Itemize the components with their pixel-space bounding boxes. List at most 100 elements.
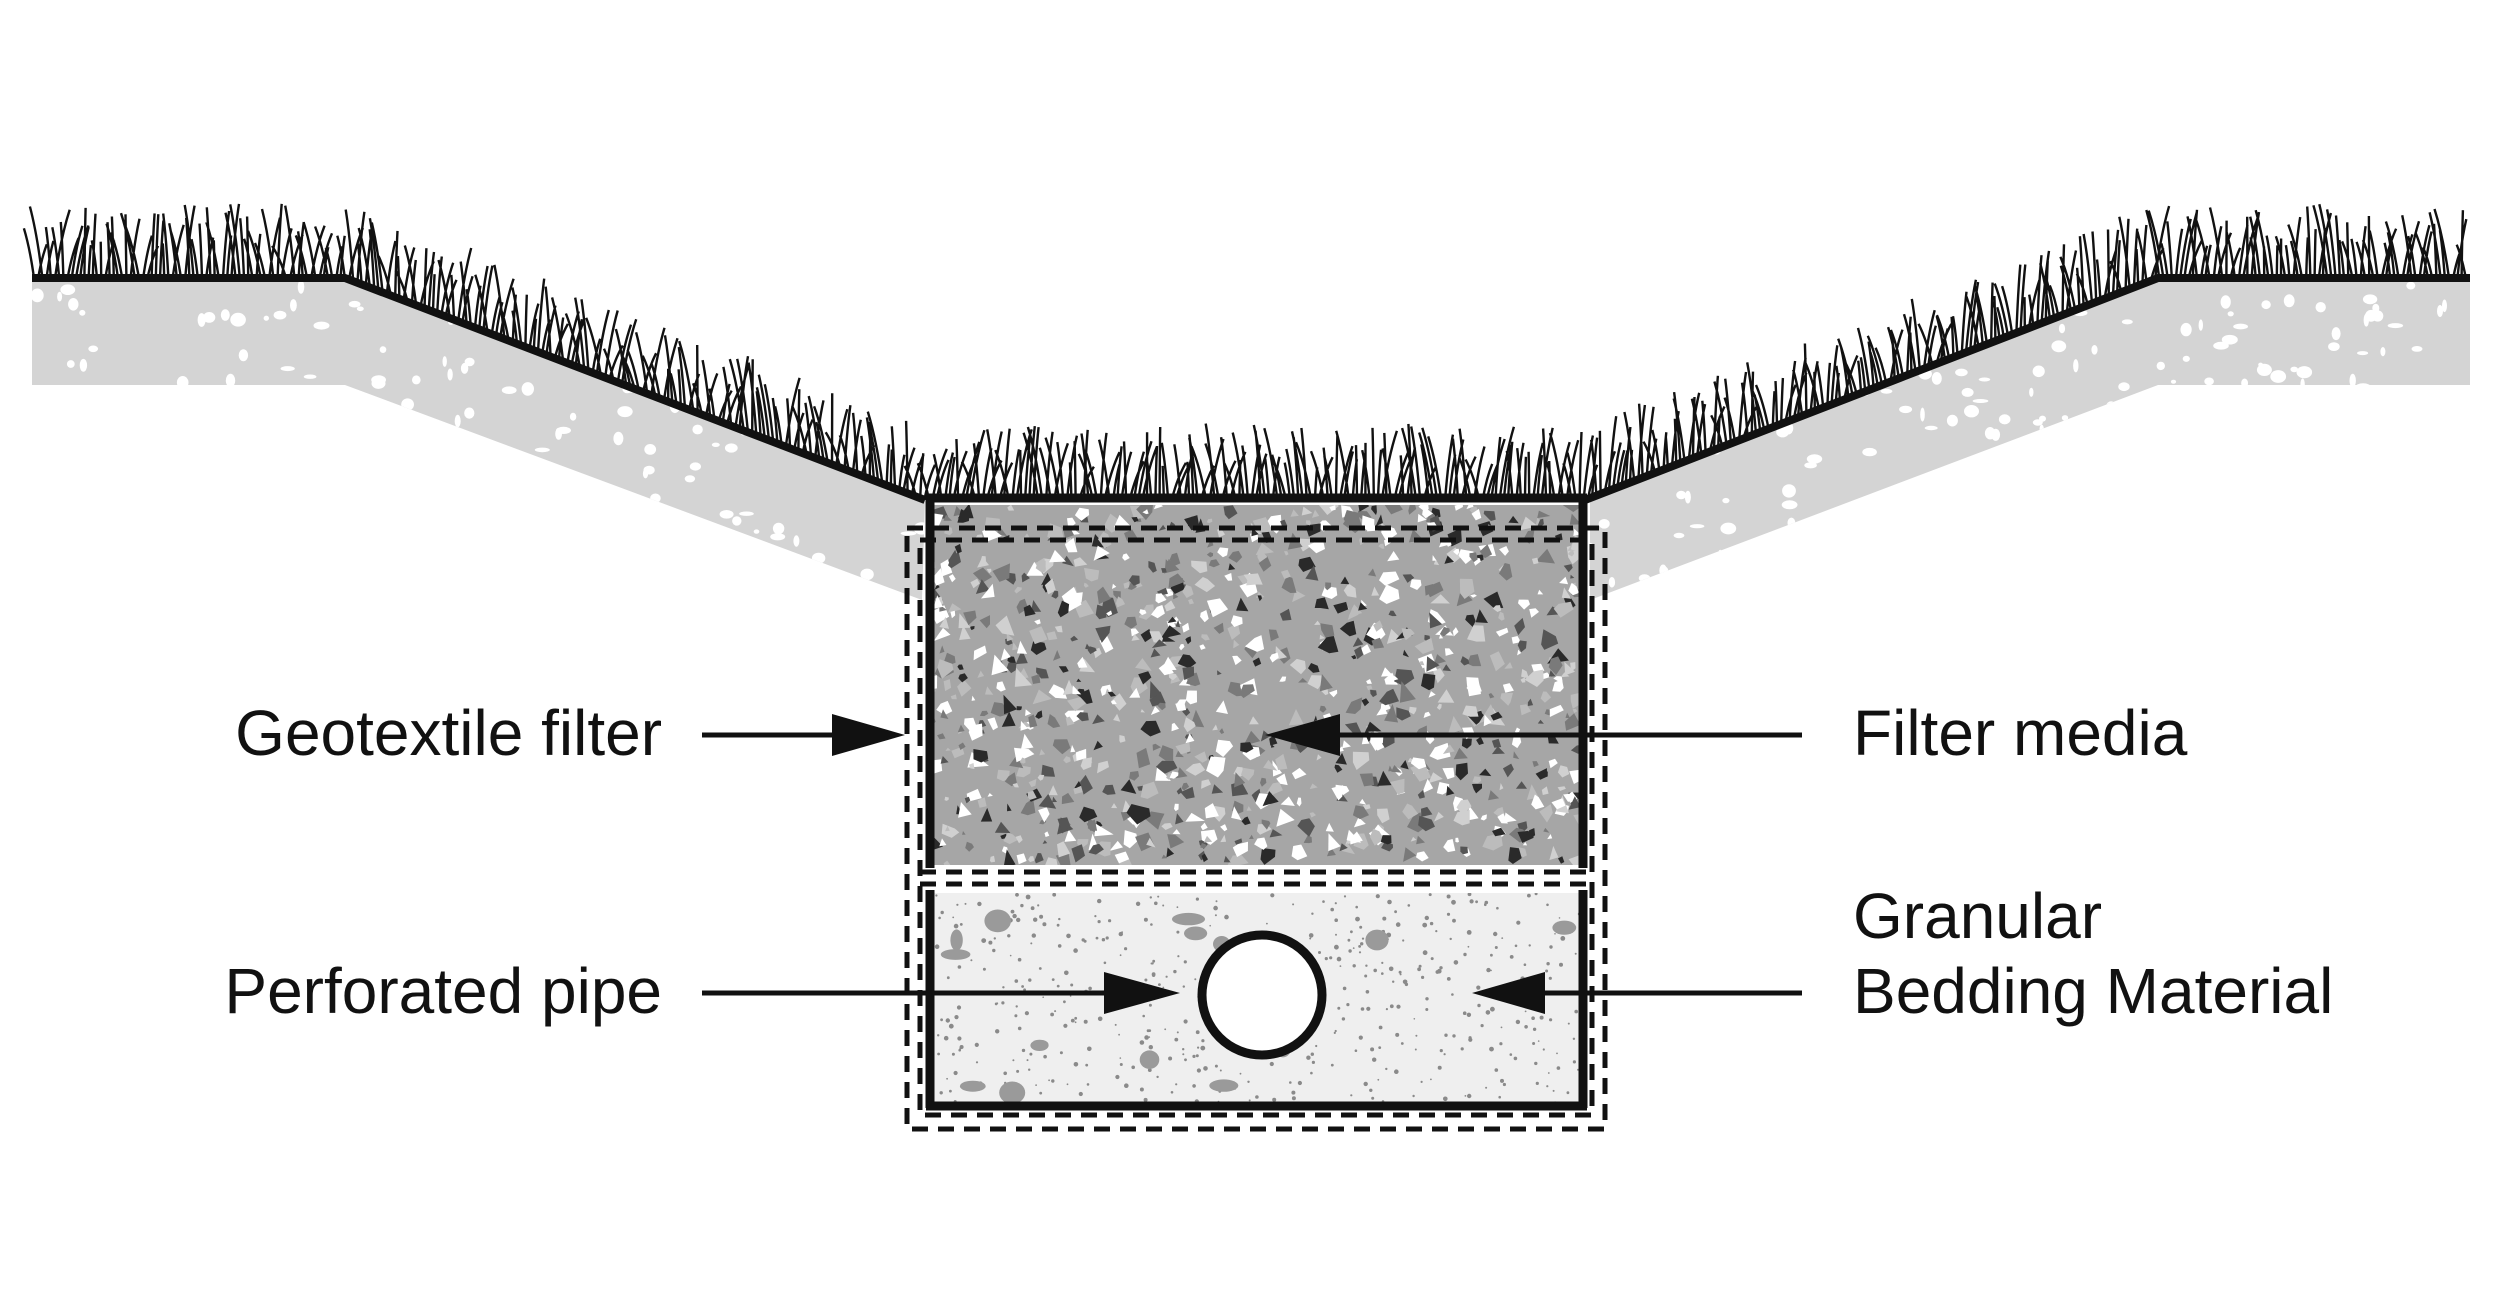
soil-speck xyxy=(213,432,218,443)
soil-speck xyxy=(1930,533,1947,538)
media-aggregate xyxy=(1175,767,1188,779)
media-aggregate xyxy=(1027,790,1037,800)
bedding-speck xyxy=(1289,1081,1292,1084)
bedding-speck xyxy=(1395,1032,1400,1037)
bedding-arrow-head xyxy=(1472,972,1545,1014)
bedding-speck xyxy=(1143,1097,1148,1102)
media-aggregate xyxy=(1433,668,1445,684)
soil-speck xyxy=(1928,286,1940,292)
media-aggregate xyxy=(1150,648,1161,658)
bedding-speck xyxy=(1028,978,1032,982)
media-aggregate xyxy=(1045,857,1058,865)
bedding-speck xyxy=(1490,969,1492,972)
bedding-speck xyxy=(1464,1095,1467,1097)
media-aggregate xyxy=(1548,670,1556,677)
media-aggregate xyxy=(1176,787,1183,795)
media-aggregate xyxy=(1047,714,1061,728)
bedding-speck xyxy=(1033,917,1038,922)
bedding-speck xyxy=(1105,936,1109,940)
media-aggregate xyxy=(1436,782,1450,795)
bedding-speck xyxy=(1124,1083,1129,1088)
soil-speck xyxy=(1891,312,1901,320)
soil-speck xyxy=(2006,570,2019,579)
soil-speck xyxy=(957,287,973,293)
media-aggregate xyxy=(1260,848,1276,865)
media-aggregate xyxy=(1305,520,1311,526)
bedding-speck xyxy=(1425,997,1429,1001)
soil-speck xyxy=(2451,536,2464,549)
soil-speck xyxy=(1836,278,1848,289)
media-aggregate xyxy=(1244,635,1265,652)
media-aggregate xyxy=(1454,505,1463,511)
media-aggregate xyxy=(1016,765,1031,778)
media-aggregate xyxy=(1030,600,1042,612)
media-aggregate xyxy=(1339,620,1357,637)
bedding-speck xyxy=(1088,986,1092,991)
bedding-speck xyxy=(1162,986,1165,989)
media-aggregate xyxy=(1042,840,1048,844)
soil-speck xyxy=(444,467,461,481)
soil-speck xyxy=(223,528,232,538)
soil-speck xyxy=(1924,425,1938,431)
bedding-speck xyxy=(1195,1054,1199,1058)
media-aggregate xyxy=(1511,736,1522,749)
media-aggregate xyxy=(1499,783,1504,791)
media-aggregate xyxy=(1185,690,1197,705)
soil-speck xyxy=(2362,294,2378,305)
media-aggregate xyxy=(939,645,945,654)
soil-speck xyxy=(2101,458,2114,468)
media-aggregate xyxy=(1319,674,1333,692)
media-aggregate xyxy=(1453,548,1460,556)
soil-speck xyxy=(1080,351,1086,359)
media-aggregate xyxy=(1564,713,1581,731)
soil-speck xyxy=(1253,362,1266,368)
soil-speck xyxy=(280,366,295,372)
media-aggregate xyxy=(1380,835,1392,845)
soil-speck xyxy=(2422,486,2434,492)
soil-speck xyxy=(1862,447,1877,457)
soil-speck xyxy=(2049,588,2054,595)
bedding-speck xyxy=(938,916,941,920)
bedding-speck xyxy=(1494,1068,1499,1072)
media-aggregate xyxy=(1130,628,1139,637)
bedding-speck xyxy=(1115,1074,1120,1080)
bedding-speck xyxy=(1037,904,1040,907)
media-aggregate xyxy=(1416,835,1425,845)
media-aggregate xyxy=(1161,568,1167,573)
media-aggregate xyxy=(958,613,971,629)
media-aggregate xyxy=(1155,593,1167,604)
bedding-speck xyxy=(1056,923,1060,927)
media-aggregate xyxy=(1151,639,1167,648)
soil-speck xyxy=(1118,368,1131,374)
bedding-speck xyxy=(982,967,986,971)
soil-speck xyxy=(2241,378,2249,388)
soil-speck xyxy=(739,511,754,516)
soil-speck xyxy=(931,432,944,438)
media-aggregate xyxy=(1303,835,1312,844)
bedding-speck xyxy=(1365,964,1368,967)
media-aggregate xyxy=(1034,853,1044,864)
media-aggregate xyxy=(1012,642,1019,651)
media-aggregate xyxy=(1319,705,1327,713)
soil-speck xyxy=(1944,503,1949,513)
soil-speck xyxy=(1749,544,1763,552)
media-aggregate xyxy=(1444,648,1454,656)
media-aggregate xyxy=(1475,609,1488,623)
media-aggregate xyxy=(1439,634,1444,639)
soil-speck xyxy=(399,474,409,484)
soil-speck xyxy=(2380,347,2386,357)
media-aggregate xyxy=(1401,628,1415,641)
media-aggregate xyxy=(1135,579,1143,589)
soil-speck xyxy=(371,377,386,389)
media-aggregate xyxy=(1296,797,1302,807)
bedding-speck xyxy=(1059,1051,1063,1055)
media-aggregate xyxy=(1240,742,1254,753)
bedding-speck xyxy=(1437,1065,1442,1070)
bedding-speck xyxy=(970,959,973,962)
bedding-speck xyxy=(1466,930,1472,935)
soil-speck xyxy=(1557,300,1570,311)
media-aggregate xyxy=(1234,838,1243,845)
media-aggregate xyxy=(1344,722,1362,734)
soil-speck xyxy=(655,542,661,551)
media-aggregate xyxy=(1123,830,1138,849)
